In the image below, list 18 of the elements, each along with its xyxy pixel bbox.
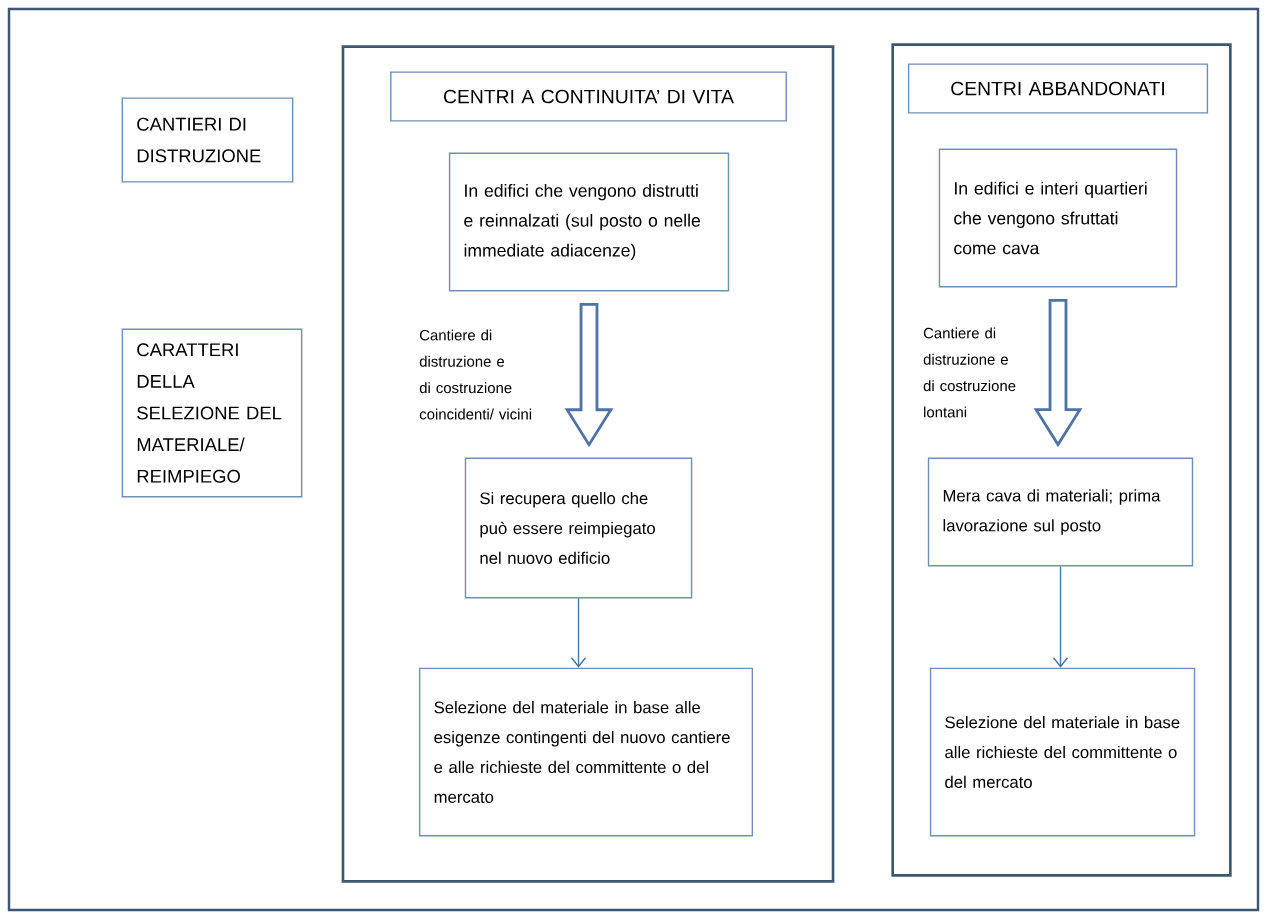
process-box: In edifici e interi quartieri che vengono sfruttati come cava (938, 148, 1178, 288)
row-label-box: CANTIERI DI DISTRUZIONE (121, 97, 294, 183)
arrow (1052, 565, 1069, 668)
heading-box: CENTRI ABBANDONATI (907, 63, 1209, 114)
heading-box: CENTRI A CONTINUITA’ DI VITA (390, 71, 787, 122)
process-box: Mera cava di materiali; prima lavorazione sul posto (927, 457, 1194, 567)
edge-label: Cantiere di distruzione e di costruzione lontani (923, 327, 1016, 418)
block-arrow (564, 302, 614, 448)
arrow (570, 597, 587, 668)
column-box (341, 45, 835, 883)
edge-label: Cantiere di distruzione e di costruzione coincidenti/ vicini (419, 329, 532, 420)
process-box: Selezione del materiale in base alle richieste del committente o del mercato (929, 667, 1196, 837)
process-box: In edifici che vengono distrutti e reinnalzati (sul posto o nelle immediate adiacenze) (448, 152, 730, 292)
block-arrow (1033, 299, 1083, 448)
column-box (891, 43, 1232, 877)
process-box: Selezione del materiale in base alle esigenze contingenti del nuovo cantiere e alle richieste del committente o del mercato (418, 667, 754, 837)
process-box: Si recupera quello che può essere reimpiegato nel nuovo edificio (464, 457, 693, 599)
row-label-box: CARATTERI DELLA SELEZIONE DEL MATERIALE/ REIMPIEGO (121, 328, 303, 498)
